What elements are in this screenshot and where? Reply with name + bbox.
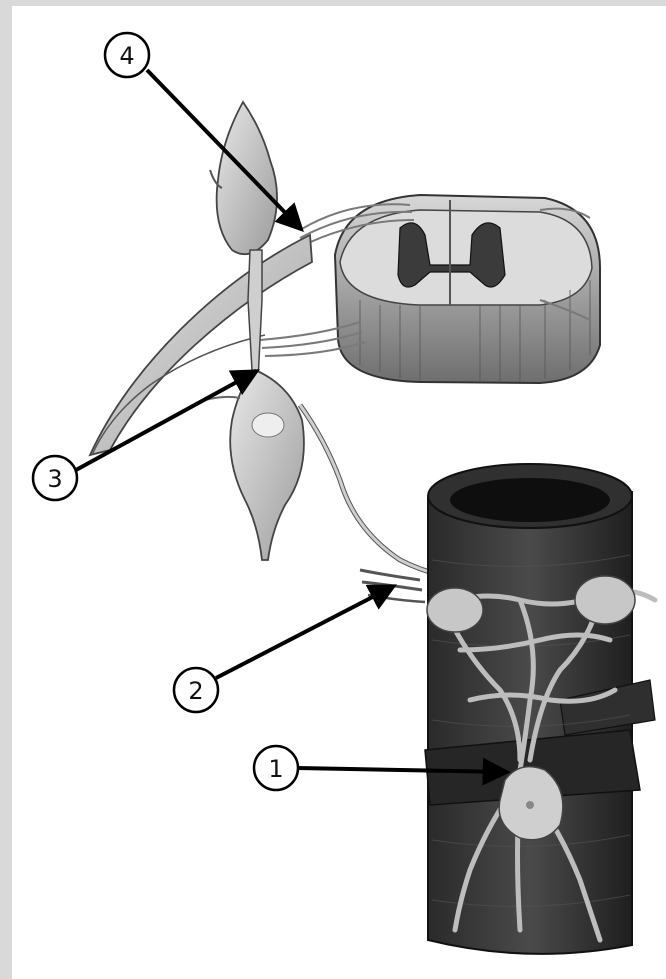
splanchnic-nerve — [300, 405, 440, 602]
label-2: 2 — [174, 587, 392, 712]
label-3-text: 3 — [47, 465, 62, 493]
label-4-text: 4 — [119, 42, 134, 70]
label-4: 4 — [105, 33, 300, 228]
label-1-text: 1 — [268, 755, 283, 783]
label-2-arrow — [216, 587, 392, 678]
sympathetic-chain — [205, 102, 304, 560]
label-2-text: 2 — [188, 677, 203, 705]
label-3-arrow — [76, 372, 255, 470]
